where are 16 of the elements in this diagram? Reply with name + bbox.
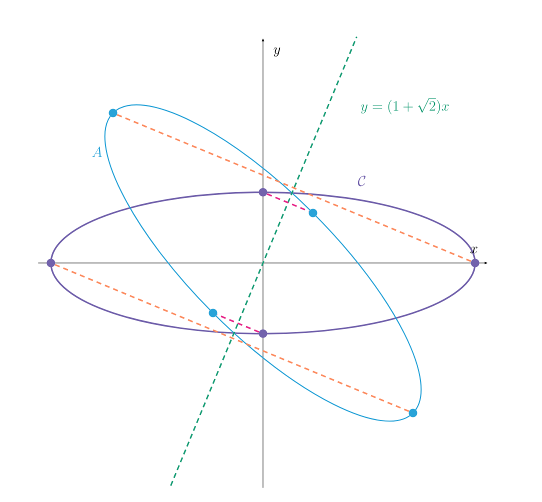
dashed-segment <box>216 314 260 333</box>
point <box>208 308 218 318</box>
point <box>408 408 418 418</box>
dashed-segment <box>116 114 472 262</box>
curve-label: $A$ <box>92 146 102 157</box>
point <box>46 258 56 268</box>
point <box>258 188 268 197</box>
dashed-segment <box>266 193 310 212</box>
curve-label: $\mathcal{C}$ <box>358 176 366 186</box>
point <box>470 258 480 268</box>
equation-label: $y=(1+\sqrt{2})x$ <box>361 98 449 114</box>
point <box>308 208 318 218</box>
dashed-segment <box>54 264 410 412</box>
axis-label: $y$ <box>274 47 280 57</box>
point <box>258 329 268 338</box>
point <box>108 108 118 118</box>
